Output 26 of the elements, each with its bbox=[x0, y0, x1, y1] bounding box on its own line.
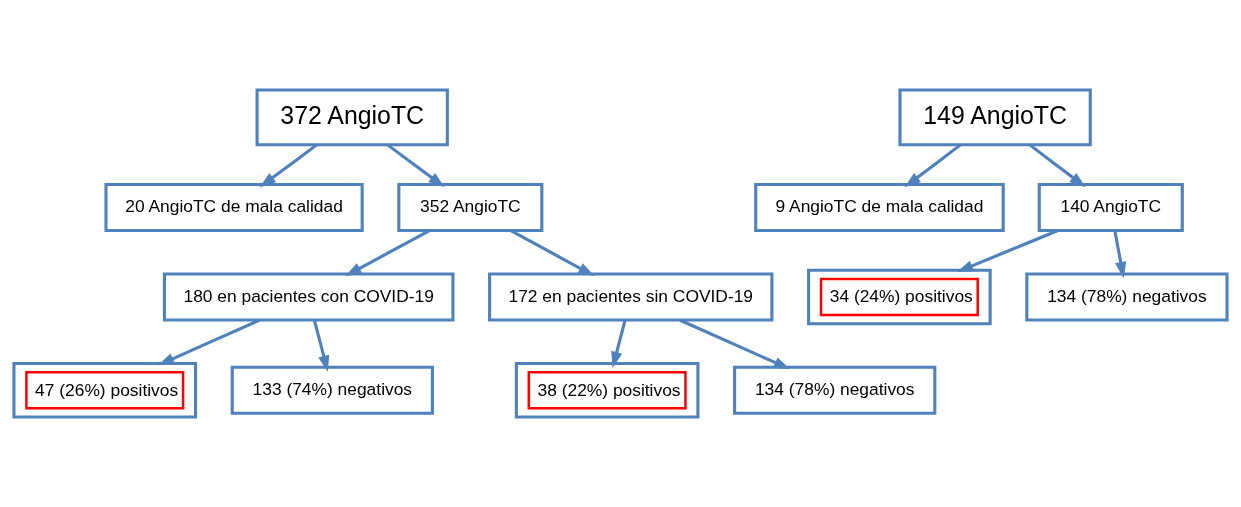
arrow bbox=[1028, 143, 1086, 188]
node-box: 134 (78%) negativos bbox=[733, 365, 937, 415]
arrow bbox=[158, 318, 260, 366]
node-box: 180 en pacientes con COVID-19 bbox=[162, 272, 455, 322]
node-box: 133 (74%) negativos bbox=[230, 365, 434, 415]
arrow bbox=[1113, 230, 1127, 279]
node-box: 38 (22%) positivos bbox=[514, 362, 700, 419]
node-box: 149 AngioTC bbox=[898, 88, 1092, 147]
node-box: 352 AngioTC bbox=[397, 182, 544, 233]
arrow bbox=[679, 318, 791, 370]
arrow bbox=[611, 319, 627, 368]
arrow bbox=[904, 143, 962, 188]
arrow bbox=[386, 143, 445, 188]
arrow bbox=[956, 229, 1058, 273]
node-box: 34 (24%) positivos bbox=[807, 268, 992, 326]
node-box: 47 (26%) positivos bbox=[12, 362, 198, 419]
node-box: 140 AngioTC bbox=[1037, 182, 1184, 233]
arrow bbox=[510, 229, 595, 277]
arrow bbox=[312, 319, 330, 372]
arrow bbox=[345, 229, 431, 277]
node-box: 20 AngioTC de mala calidad bbox=[104, 182, 364, 233]
node-box: 172 en pacientes sin COVID-19 bbox=[488, 272, 774, 322]
node-box: 372 AngioTC bbox=[255, 88, 449, 147]
arrow bbox=[259, 143, 318, 188]
node-box: 134 (78%) negativos bbox=[1025, 272, 1229, 322]
node-box: 9 AngioTC de mala calidad bbox=[754, 182, 1005, 233]
